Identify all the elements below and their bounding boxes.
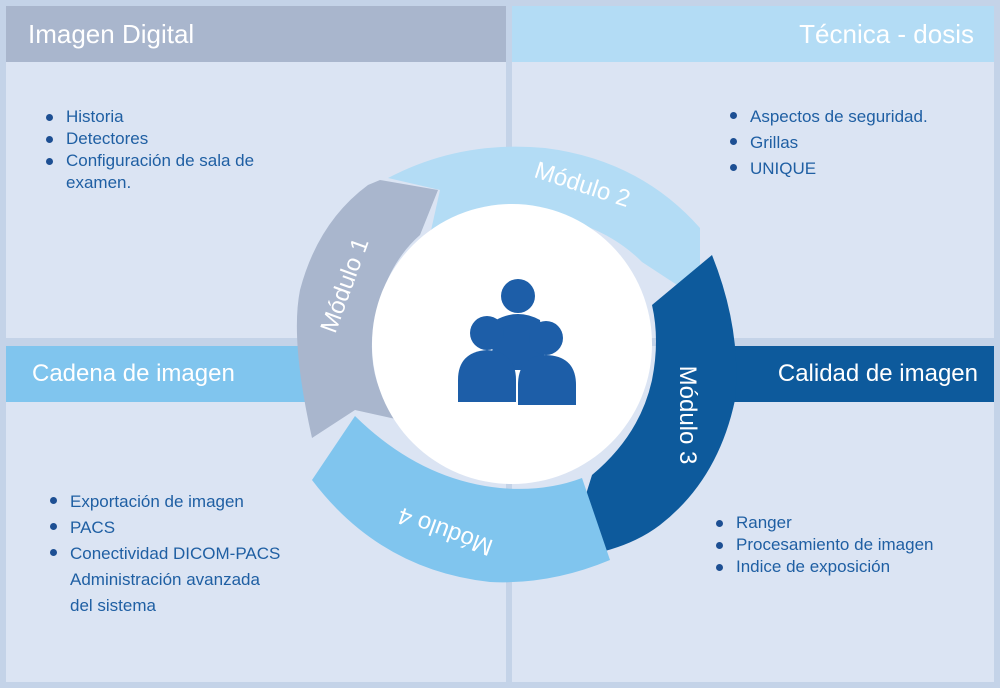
title-cadena-imagen: Cadena de imagen	[6, 346, 346, 402]
list-imagen-digital: Historia Detectores Configuración de sal…	[44, 106, 254, 194]
title-imagen-digital: Imagen Digital	[6, 6, 506, 62]
list-calidad-imagen: Ranger Procesamiento de imagen Indice de…	[714, 512, 934, 578]
list-item: Indice de exposición	[714, 556, 934, 578]
group-people-icon	[458, 279, 576, 405]
module-1-arrow	[296, 180, 438, 438]
list-item: UNIQUE	[728, 156, 928, 182]
module-3-arrow	[578, 255, 737, 556]
module-4-arrow	[312, 416, 610, 583]
list-item: Configuración de sala de	[44, 150, 254, 172]
list-cadena-imagen: Exportación de imagen PACS Conectividad …	[48, 489, 280, 619]
list-item: del sistema	[70, 596, 156, 615]
list-item: Grillas	[728, 130, 928, 156]
list-item: Aspectos de seguridad.	[728, 104, 928, 130]
title-tecnica-dosis: Técnica - dosis	[512, 6, 994, 62]
list-item: PACS	[48, 515, 280, 541]
list-item: Procesamiento de imagen	[714, 534, 934, 556]
list-item: Conectividad DICOM-PACS	[48, 541, 280, 567]
list-item: Administración avanzada	[70, 570, 260, 589]
list-item: Ranger	[714, 512, 934, 534]
list-item: Exportación de imagen	[48, 489, 280, 515]
list-tecnica-dosis: Aspectos de seguridad. Grillas UNIQUE	[728, 104, 928, 182]
list-item: Detectores	[44, 128, 254, 150]
module-2-arrow	[388, 146, 700, 300]
title-calidad-imagen: Calidad de imagen	[700, 346, 994, 402]
list-item: examen.	[66, 173, 132, 192]
list-item: Historia	[44, 106, 254, 128]
module-3-label: Módulo 3	[674, 366, 701, 465]
